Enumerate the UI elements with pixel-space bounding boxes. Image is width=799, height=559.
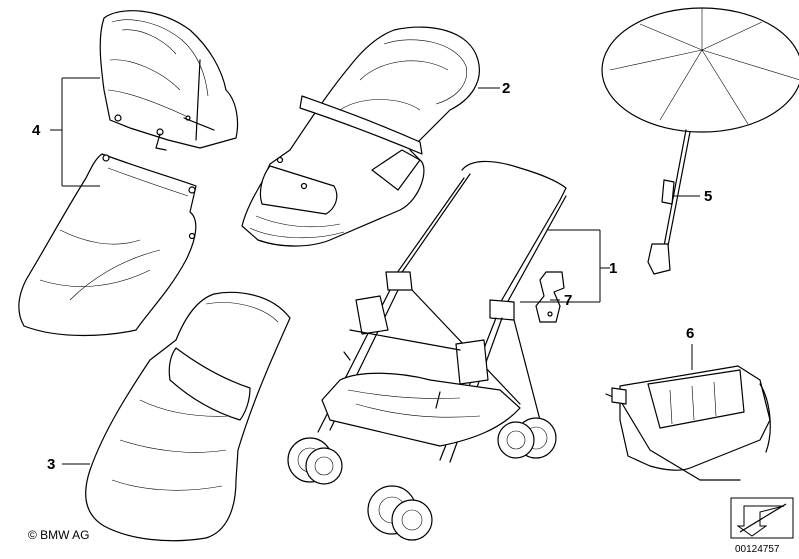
callout-7: 7 (564, 292, 573, 309)
callout-1: 1 (609, 260, 618, 277)
part-footmuff (85, 291, 291, 542)
callout-2: 2 (502, 80, 511, 97)
part-clip-bracket (535, 271, 565, 323)
document-number: 00124757 (735, 544, 780, 555)
callout-4: 4 (32, 122, 41, 139)
part-cover (18, 153, 197, 337)
part-parasol (601, 7, 799, 275)
part-seat-unit (241, 26, 480, 247)
part-hood (99, 10, 239, 151)
callout-5: 5 (704, 188, 713, 205)
copyright-text: © BMW AG (28, 528, 90, 542)
callout-6: 6 (686, 325, 695, 342)
leader-lines (50, 77, 700, 465)
arrow-icon (730, 497, 794, 539)
part-bag (605, 365, 771, 481)
callout-3: 3 (47, 456, 56, 473)
part-stroller-frame (287, 160, 567, 541)
